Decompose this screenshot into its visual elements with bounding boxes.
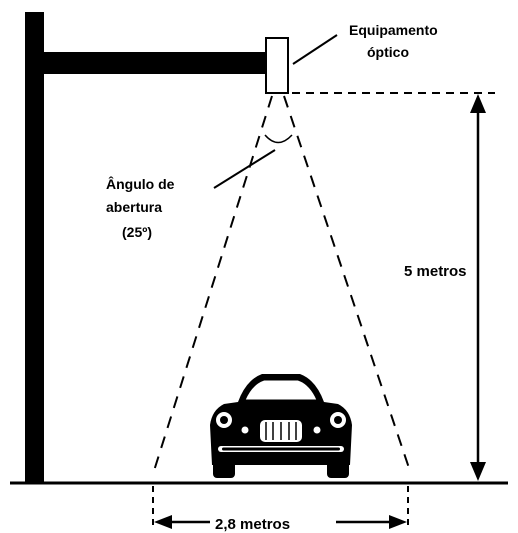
car — [210, 374, 352, 478]
width-arrow — [154, 515, 407, 529]
height-arrow — [470, 94, 486, 481]
optical-equipment — [265, 37, 289, 94]
cone-left-edge — [152, 95, 273, 475]
angle-leader-line — [213, 149, 276, 189]
angle-label-line3: (25º) — [122, 224, 152, 240]
height-label: 5 metros — [404, 263, 467, 280]
cone-right-edge — [283, 95, 412, 475]
pole — [25, 12, 44, 482]
angle-label-line1: Ângulo de — [106, 175, 175, 192]
equipment-leader-line — [292, 34, 338, 65]
angle-label-line2: abertura — [106, 199, 162, 215]
equipment-label-line2: óptico — [367, 44, 409, 60]
width-label: 2,8 metros — [215, 516, 290, 533]
pole-arm — [44, 52, 266, 74]
angle-arc — [264, 134, 293, 144]
equipment-label-line1: Equipamento — [349, 22, 438, 38]
